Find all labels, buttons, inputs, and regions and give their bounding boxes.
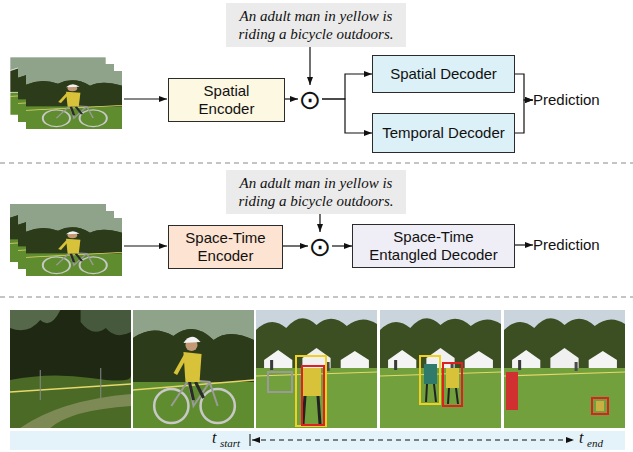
art-shape bbox=[443, 363, 462, 406]
connector-arrow bbox=[515, 74, 533, 100]
connector-arrow bbox=[332, 245, 352, 246]
art-shape bbox=[10, 310, 131, 428]
frame-stack bbox=[10, 57, 167, 129]
art-shape bbox=[133, 310, 254, 428]
node-text: Space-Time Encoder bbox=[181, 229, 270, 265]
art-shape bbox=[592, 398, 608, 414]
connector-arrow bbox=[285, 98, 298, 99]
time-tick bbox=[250, 434, 251, 446]
connector-arrow bbox=[319, 214, 320, 232]
art-shape bbox=[596, 401, 604, 411]
connector-arrow bbox=[322, 74, 372, 99]
art-shape bbox=[302, 366, 324, 425]
node-text: Spatial Decoder bbox=[390, 65, 497, 83]
encoder-box: Spatial Encoder bbox=[168, 78, 285, 122]
decoder-box: Spatial Decoder bbox=[372, 55, 515, 93]
art-shape bbox=[26, 71, 122, 129]
connector-arrow bbox=[322, 99, 372, 133]
node-text: An adult man in yellow is riding a bicyc… bbox=[230, 174, 402, 210]
divider-line bbox=[0, 163, 633, 164]
time-symbol: t bbox=[579, 430, 583, 446]
art-shape bbox=[424, 364, 437, 384]
divider-line bbox=[0, 297, 633, 298]
output-label: Prediction bbox=[533, 91, 600, 109]
connector-arrow bbox=[515, 100, 533, 133]
node-text: ⊙ bbox=[299, 86, 322, 113]
time-subscript: start bbox=[220, 438, 240, 449]
art-shape bbox=[380, 310, 501, 428]
fusion-operator: ⊙ bbox=[308, 232, 332, 260]
node-text: Prediction bbox=[533, 91, 600, 109]
connector-arrow bbox=[309, 47, 310, 85]
node-text: Space-Time Entangled Decoder bbox=[367, 228, 500, 264]
art-shape bbox=[506, 372, 518, 410]
art-shape bbox=[302, 368, 321, 396]
node-text: Temporal Decoder bbox=[382, 124, 505, 142]
art-shape bbox=[303, 396, 320, 424]
art-shape bbox=[296, 356, 326, 426]
video-frames bbox=[10, 310, 625, 428]
node-text: An adult man in yellow is riding a bicyc… bbox=[230, 7, 402, 43]
node-text: ⊙ bbox=[309, 233, 332, 260]
fusion-operator: ⊙ bbox=[298, 85, 322, 113]
text-query-box: An adult man in yellow is riding a bicyc… bbox=[226, 3, 406, 47]
text-query-box: An adult man in yellow is riding a bicyc… bbox=[226, 170, 406, 214]
decoder-box: Temporal Decoder bbox=[372, 113, 515, 153]
art-shape bbox=[446, 368, 459, 388]
node-text: Spatial Encoder bbox=[181, 82, 272, 118]
time-span-arrow bbox=[252, 440, 574, 441]
encoder-box: Space-Time Encoder bbox=[168, 225, 283, 269]
connector-arrow bbox=[283, 245, 308, 246]
art-shape bbox=[124, 245, 167, 246]
time-band bbox=[10, 431, 625, 450]
art-shape bbox=[256, 310, 377, 428]
art-shape bbox=[268, 372, 292, 392]
art-shape bbox=[504, 310, 625, 428]
frame-stack bbox=[10, 204, 167, 276]
output-label: Prediction bbox=[533, 236, 600, 254]
decoder-box: Space-Time Entangled Decoder bbox=[352, 224, 515, 268]
time-symbol: t bbox=[212, 430, 216, 446]
node-text: Prediction bbox=[533, 236, 600, 254]
connector-arrow bbox=[515, 244, 533, 245]
art-shape bbox=[26, 218, 122, 276]
time-subscript: end bbox=[587, 438, 603, 449]
art-shape bbox=[420, 356, 440, 404]
art-shape bbox=[124, 98, 167, 99]
